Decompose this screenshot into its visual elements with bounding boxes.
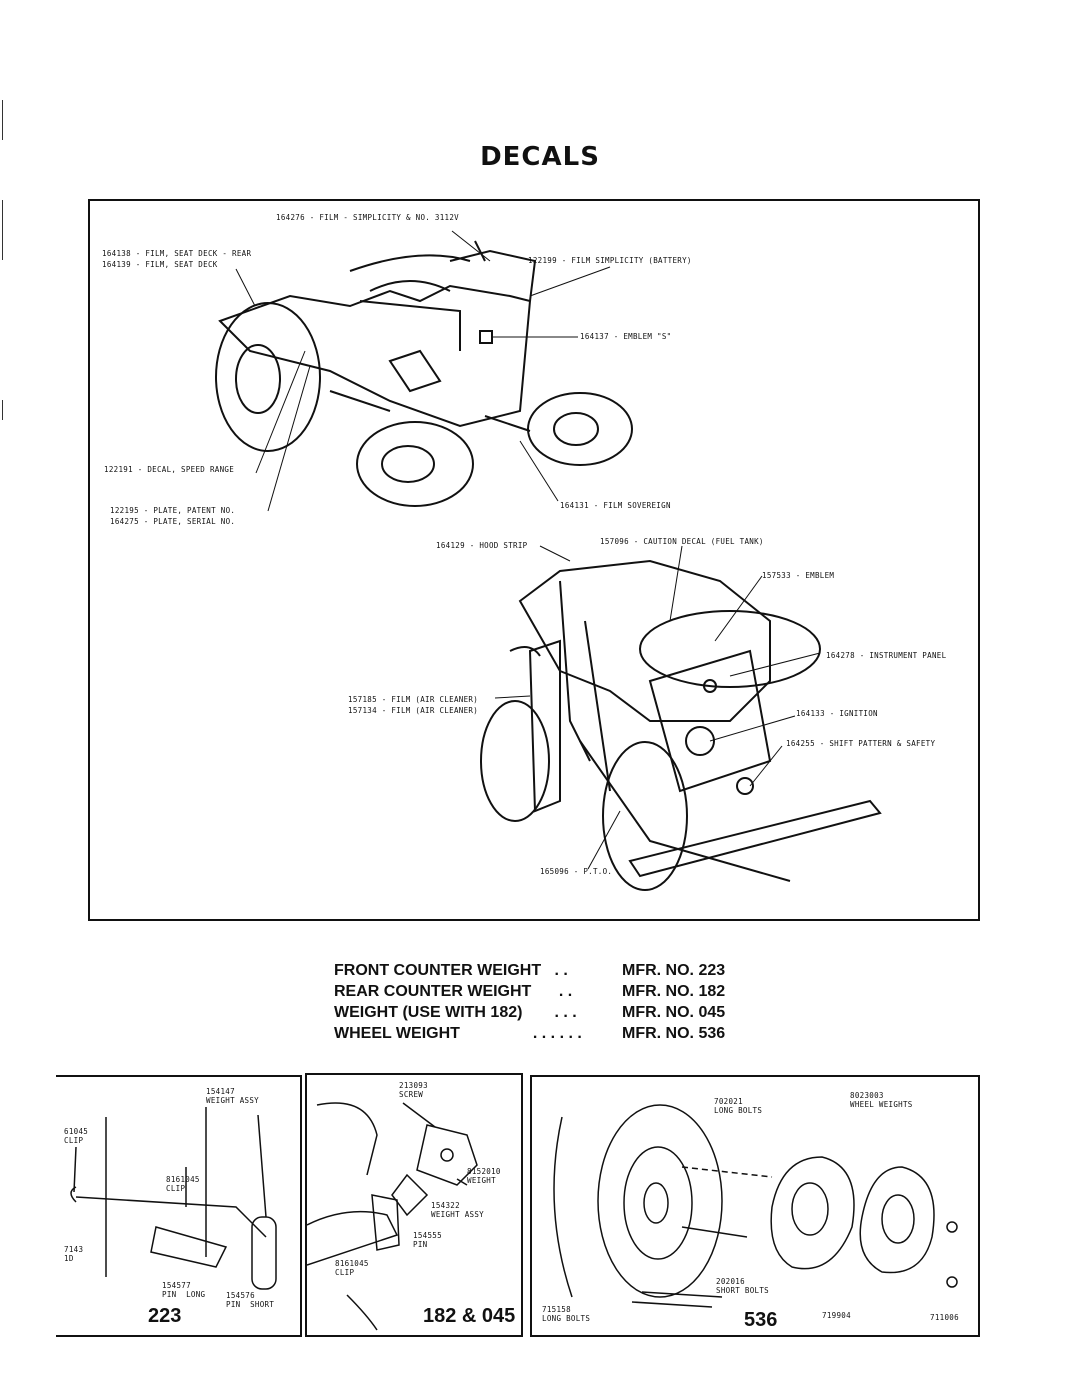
- margin-mark: [2, 100, 3, 140]
- part-label: 719904: [822, 1311, 851, 1320]
- weight-row: WHEEL WEIGHT . . . . . . MFR. NO. 536: [334, 1025, 764, 1046]
- decal-label: 157096 - CAUTION DECAL (FUEL TANK): [600, 537, 764, 546]
- panel-number: 223: [148, 1305, 182, 1327]
- margin-mark: [2, 200, 3, 260]
- decal-label: 122191 - DECAL, SPEED RANGE: [104, 465, 235, 474]
- part-label: 202016 SHORT BOLTS: [716, 1277, 769, 1295]
- decal-label: 164129 - HOOD STRIP: [436, 541, 528, 550]
- panel-number: 536: [744, 1309, 778, 1331]
- decal-label: 157185 - FILM (AIR CLEANER): [348, 695, 479, 704]
- decal-label: 164131 - FILM SOVEREIGN: [560, 501, 671, 510]
- part-label: 213093 SCREW: [399, 1081, 428, 1099]
- decal-label: 122199 - FILM SIMPLICITY (BATTERY): [528, 256, 692, 265]
- part-label: 8161045 CLIP: [166, 1175, 200, 1193]
- weight-row: WEIGHT (USE WITH 182) . . . MFR. NO. 045: [334, 1004, 764, 1025]
- margin-mark: [2, 400, 3, 420]
- decal-label: 164278 - INSTRUMENT PANEL: [826, 651, 947, 660]
- weight-mfr: MFR. NO. 536: [622, 1025, 726, 1042]
- decal-label: 165096 - P.T.O.: [540, 867, 613, 876]
- tractor-illustrations: [215, 230, 882, 891]
- part-label: 154147 WEIGHT ASSY: [206, 1087, 259, 1105]
- panel-182-045: 213093 SCREW 8152010 WEIGHT 154322 WEIGH…: [305, 1073, 523, 1337]
- decal-label: 157533 - EMBLEM: [762, 571, 835, 580]
- panel-223: 154147 WEIGHT ASSY 61045 CLIP 8161045 CL…: [56, 1075, 302, 1337]
- weights-list: FRONT COUNTER WEIGHT . . MFR. NO. 223 RE…: [334, 962, 764, 1046]
- decal-label: 164133 - IGNITION: [796, 709, 878, 718]
- part-label: 711006: [930, 1313, 959, 1322]
- part-label: 8161045 CLIP: [335, 1259, 369, 1277]
- weight-mfr: MFR. NO. 182: [622, 983, 726, 1000]
- decal-label: 164275 - PLATE, SERIAL NO.: [110, 517, 236, 526]
- weight-dots: . . .: [550, 1004, 577, 1021]
- weight-name: REAR COUNTER WEIGHT: [334, 983, 532, 1000]
- part-label: 154577 PIN LONG: [162, 1281, 206, 1299]
- weight-name: WHEEL WEIGHT: [334, 1025, 460, 1042]
- part-label: 715158 LONG BOLTS: [542, 1305, 591, 1323]
- weight-name: WEIGHT (USE WITH 182): [334, 1004, 523, 1021]
- decal-label: 164139 - FILM, SEAT DECK: [102, 260, 218, 269]
- part-label: 702021 LONG BOLTS: [714, 1097, 763, 1115]
- part-label: 154322 WEIGHT ASSY: [431, 1201, 484, 1219]
- front-weight-illustration: [70, 1107, 277, 1290]
- weight-row: REAR COUNTER WEIGHT . . MFR. NO. 182: [334, 983, 764, 1004]
- weight-mfr: MFR. NO. 223: [622, 962, 726, 979]
- decal-label: 164138 - FILM, SEAT DECK - REAR: [102, 249, 252, 258]
- rear-weight-illustration: [307, 1102, 478, 1331]
- decal-label: 157134 - FILM (AIR CLEANER): [348, 706, 479, 715]
- part-label: 61045 CLIP: [64, 1127, 89, 1145]
- part-label: 8152010 WEIGHT: [467, 1167, 501, 1185]
- part-label: 7143 1D: [64, 1245, 84, 1263]
- weight-row: FRONT COUNTER WEIGHT . . MFR. NO. 223: [334, 962, 764, 983]
- panel-536: 702021 LONG BOLTS 8023003 WHEEL WEIGHTS …: [530, 1075, 980, 1337]
- weight-dots: . .: [550, 983, 573, 1000]
- decal-label: 164255 - SHIFT PATTERN & SAFETY: [786, 739, 936, 748]
- part-label: 154555 PIN: [413, 1231, 442, 1249]
- panel-number: 182 & 045: [423, 1305, 516, 1327]
- weight-dots: . .: [550, 962, 568, 979]
- decals-diagram: 164276 - FILM - SIMPLICITY & NO. 3112V 1…: [88, 199, 980, 921]
- wheel-weight-illustration: [553, 1104, 958, 1308]
- weight-name: FRONT COUNTER WEIGHT: [334, 962, 542, 979]
- weight-mfr: MFR. NO. 045: [622, 1004, 726, 1021]
- part-label: 8023003 WHEEL WEIGHTS: [850, 1091, 913, 1109]
- decal-label: 164276 - FILM - SIMPLICITY & NO. 3112V: [276, 213, 459, 222]
- page-title: DECALS: [480, 142, 600, 172]
- part-label: 154576 PIN SHORT: [226, 1291, 275, 1309]
- decal-label: 122195 - PLATE, PATENT NO.: [110, 506, 236, 515]
- decal-label: 164137 - EMBLEM "S": [580, 332, 672, 341]
- weight-dots: . . . . . .: [524, 1025, 582, 1042]
